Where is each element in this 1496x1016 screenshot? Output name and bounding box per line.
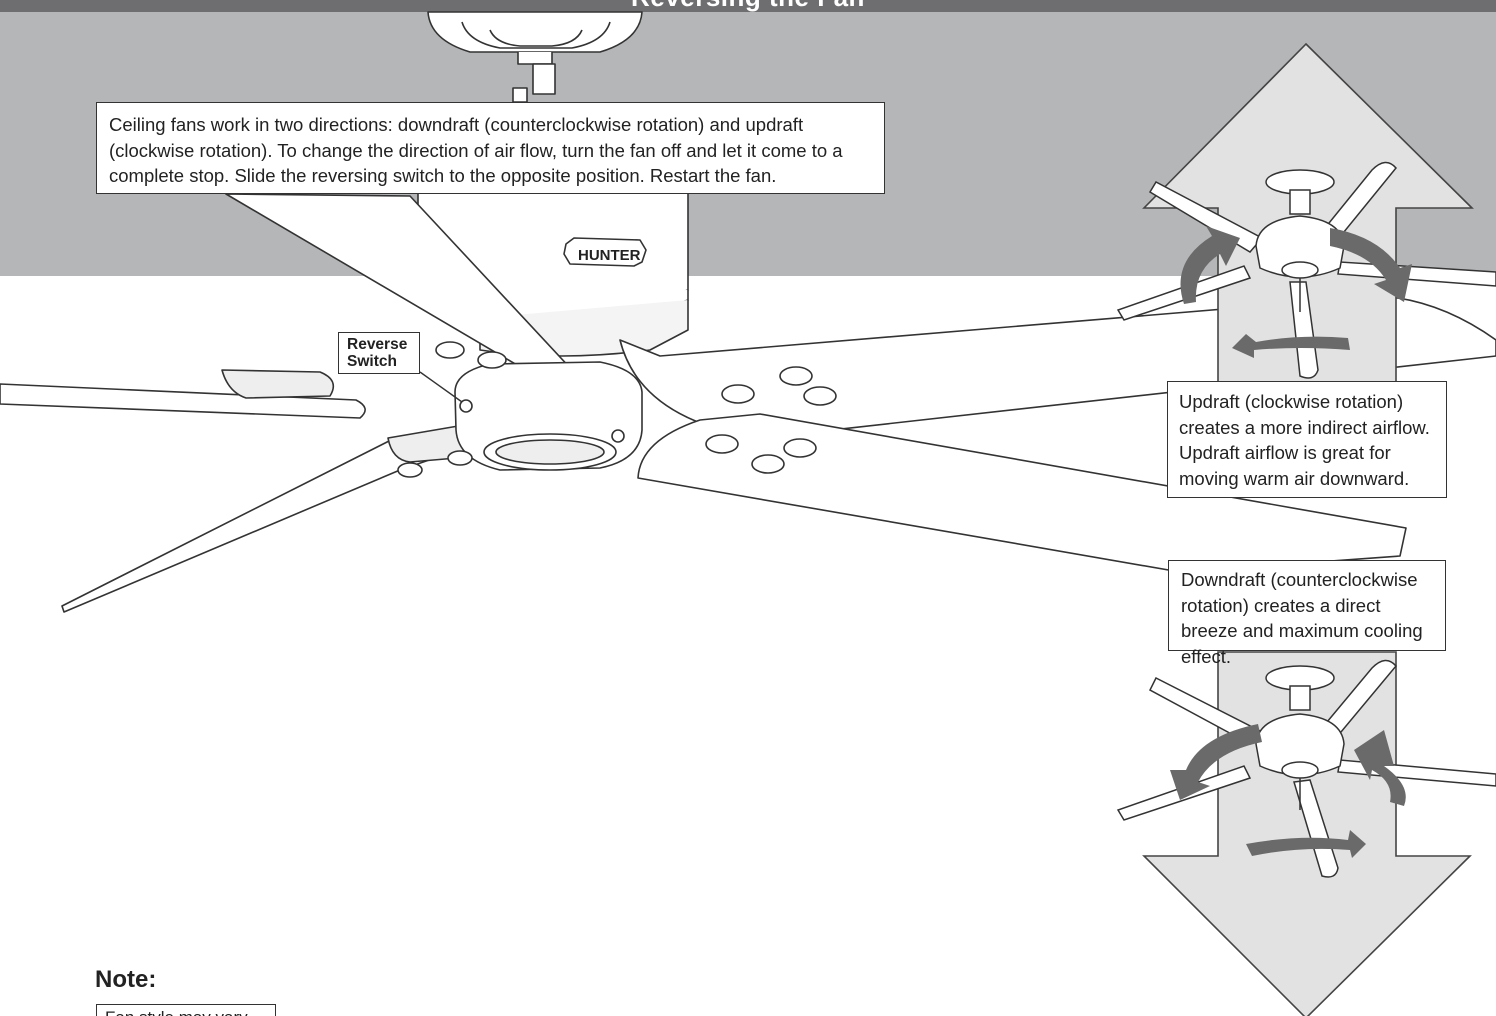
page-title: Reversing the Fan bbox=[0, 0, 1496, 12]
downdraft-diagram bbox=[1116, 651, 1496, 1016]
note-heading: Note: bbox=[95, 966, 157, 993]
updraft-callout: Updraft (clockwise rotation) creates a m… bbox=[1167, 381, 1447, 498]
curved-rotation-arrow-icon bbox=[1180, 226, 1240, 304]
updraft-diagram bbox=[1116, 42, 1496, 383]
curved-rotation-arrow-icon bbox=[1354, 730, 1406, 806]
brand-badge: HUNTER bbox=[563, 237, 647, 267]
reverse-switch-label-line1: Reverse bbox=[347, 336, 408, 353]
header-bar: Reversing the Fan bbox=[0, 0, 1496, 12]
fan-blade-front bbox=[637, 413, 1407, 573]
curved-rotation-arrow-icon bbox=[1232, 334, 1350, 358]
downdraft-callout: Downdraft (counterclockwise rotation) cr… bbox=[1168, 560, 1446, 667]
reverse-switch-label: Reverse Switch bbox=[338, 332, 420, 374]
note-text: Fan style may vary. bbox=[96, 1004, 276, 1016]
curved-rotation-arrow-icon bbox=[1246, 830, 1366, 858]
blade-screw-holes bbox=[397, 341, 837, 478]
reverse-switch-label-line2: Switch bbox=[347, 353, 397, 370]
curved-rotation-arrow-icon bbox=[1170, 724, 1262, 800]
intro-callout: Ceiling fans work in two directions: dow… bbox=[96, 102, 885, 194]
switch-housing bbox=[454, 361, 643, 471]
curved-rotation-arrow-icon bbox=[1330, 228, 1412, 302]
fan-blade-left bbox=[0, 383, 366, 419]
canopy bbox=[427, 11, 643, 103]
svg-text:HUNTER: HUNTER bbox=[578, 247, 641, 264]
